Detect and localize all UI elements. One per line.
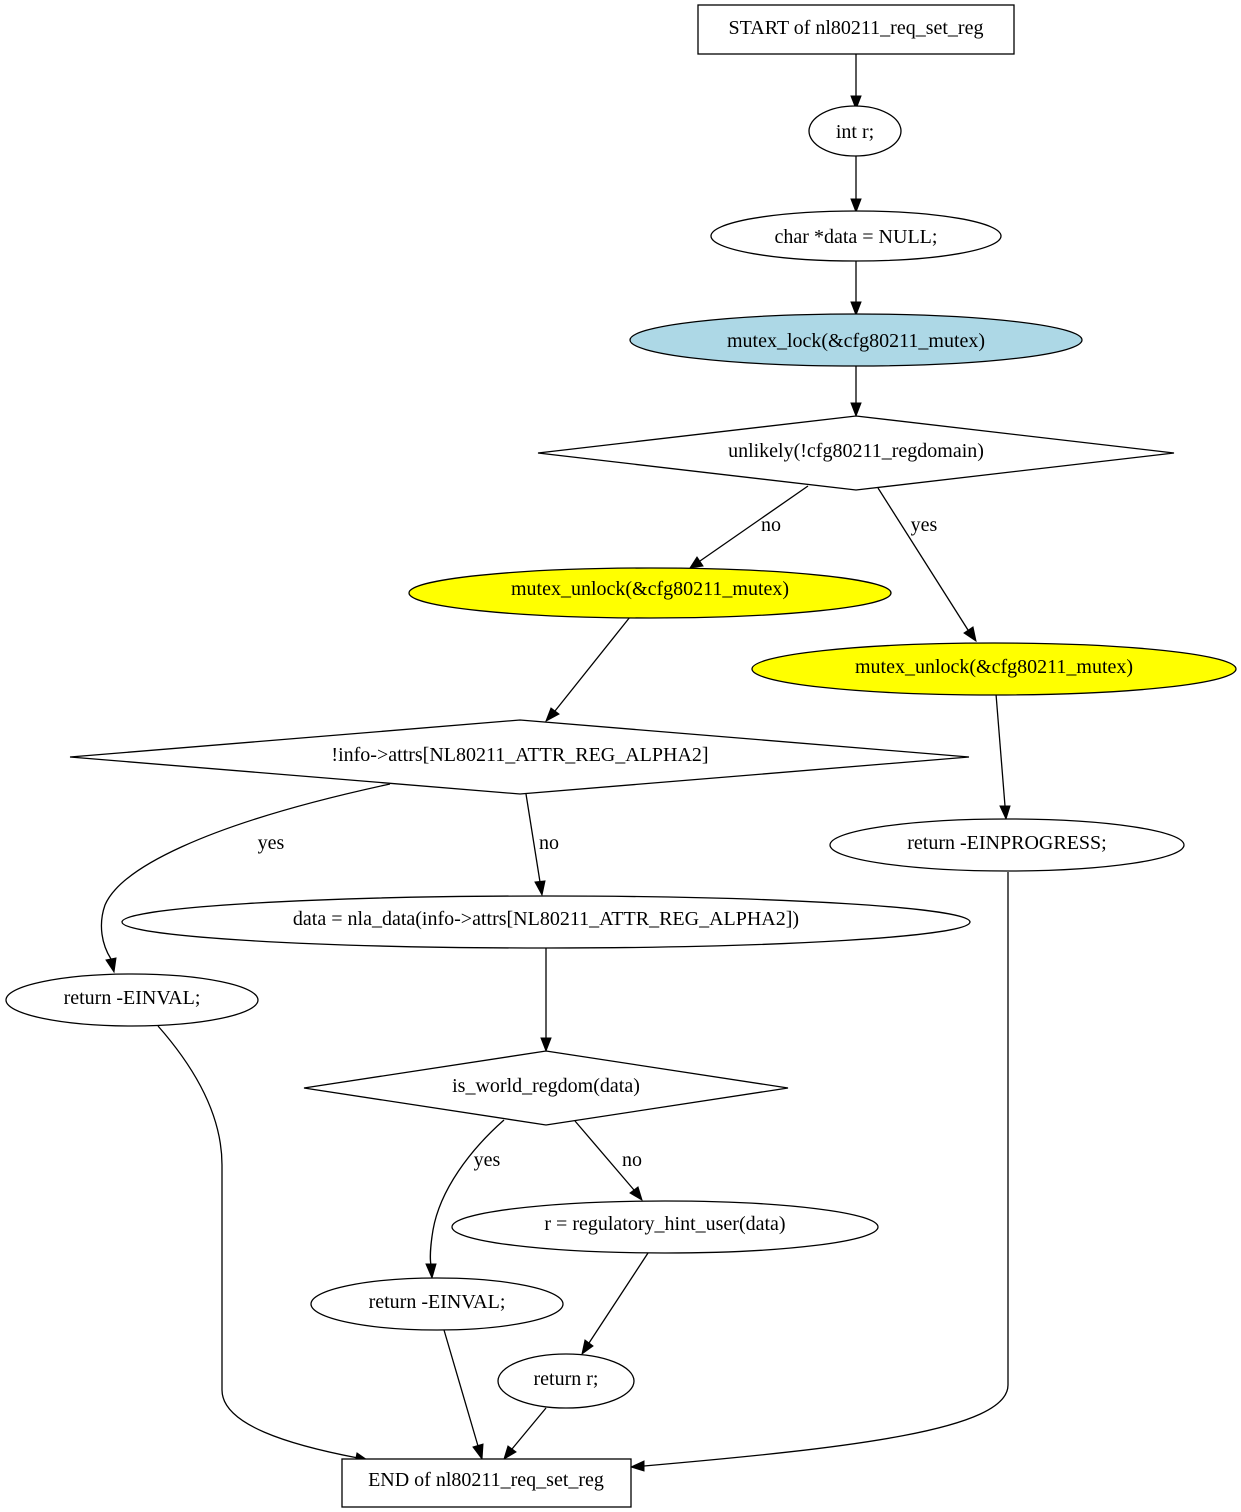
arrowhead	[540, 1037, 552, 1053]
cond-regdomain-label: unlikely(!cfg80211_regdomain)	[728, 440, 984, 462]
edge-label-alpha2-no: no	[539, 832, 559, 854]
node-decl-r: int r;	[808, 105, 902, 157]
arrowhead	[629, 1186, 643, 1202]
arrowhead	[850, 402, 862, 418]
ret-r-ellipse	[497, 1353, 635, 1409]
edge-alpha2-yes	[100, 783, 391, 960]
node-unlock-yes: mutex_unlock(&cfg80211_mutex)	[751, 642, 1237, 696]
arrowhead	[105, 957, 117, 974]
edge-label-alpha2-yes: yes	[258, 832, 285, 854]
node-ret-r: return r;	[497, 1353, 635, 1409]
arrowhead	[425, 1263, 437, 1280]
cond-alpha2-label: !info->attrs[NL80211_ATTR_REG_ALPHA2]	[331, 744, 708, 766]
arrowhead	[629, 1460, 645, 1472]
ret-einval-2-ellipse	[310, 1277, 564, 1331]
edge-return-r-to-end	[511, 1407, 547, 1450]
cond-regdomain-diamond	[537, 415, 1175, 491]
node-assign-data: data = nla_data(info->attrs[NL80211_ATTR…	[121, 895, 971, 949]
arrowhead	[545, 707, 560, 723]
edge-world-no	[574, 1120, 635, 1191]
edge-einprogress-to-end	[643, 872, 1009, 1467]
node-ret-einval-1: return -EINVAL;	[5, 973, 259, 1027]
node-decl-data: char *data = NULL;	[710, 210, 1002, 262]
node-start: START of nl80211_req_set_reg	[697, 4, 1015, 55]
decl-r-label: int r;	[836, 121, 874, 143]
node-ret-einval-2: return -EINVAL;	[310, 1277, 564, 1331]
arrowhead	[963, 626, 977, 643]
ret-einval-1-label: return -EINVAL;	[64, 987, 201, 1009]
edge-einval2-to-end	[443, 1329, 479, 1447]
end-label: END of nl80211_req_set_reg	[368, 1469, 604, 1491]
decl-r-ellipse	[808, 105, 902, 157]
start-label: START of nl80211_req_set_reg	[729, 17, 984, 39]
unlock-yes-ellipse	[751, 642, 1237, 696]
edge-label-regdomain-yes: yes	[911, 514, 938, 536]
edge-label-world-no: no	[622, 1149, 642, 1171]
hint-user-label: r = regulatory_hint_user(data)	[544, 1213, 785, 1235]
node-cond-regdomain: unlikely(!cfg80211_regdomain)	[537, 415, 1175, 491]
node-lock: mutex_lock(&cfg80211_mutex)	[629, 313, 1083, 367]
arrowhead	[999, 805, 1011, 821]
edge-regdomain-yes	[877, 487, 969, 631]
edge-unlock-yes-to-einprogress	[995, 693, 1006, 807]
edge-einval1-to-end	[157, 1025, 359, 1459]
arrowhead	[850, 95, 862, 111]
arrowhead	[850, 301, 862, 317]
arrowhead	[850, 198, 862, 214]
ret-einprogress-label: return -EINPROGRESS;	[907, 832, 1106, 854]
hint-user-ellipse	[451, 1200, 879, 1254]
arrowhead	[503, 1445, 517, 1461]
ret-einval-1-ellipse	[5, 973, 259, 1027]
ret-einprogress-ellipse	[829, 818, 1185, 872]
edge-regdomain-no	[699, 485, 809, 562]
ret-einval-2-label: return -EINVAL;	[369, 1291, 506, 1313]
cond-world-label: is_world_regdom(data)	[452, 1075, 640, 1097]
node-unlock-no: mutex_unlock(&cfg80211_mutex)	[408, 567, 892, 619]
arrowhead	[581, 1339, 594, 1356]
arrowhead	[688, 556, 704, 569]
lock-ellipse	[629, 313, 1083, 367]
arrowhead	[472, 1443, 484, 1461]
cond-alpha2-diamond	[69, 719, 970, 795]
edge-label-regdomain-no: no	[761, 514, 781, 536]
node-cond-world: is_world_regdom(data)	[303, 1050, 789, 1126]
node-end: END of nl80211_req_set_reg	[341, 1458, 632, 1508]
edge-unlock-no-to-cond-alpha2	[554, 616, 631, 712]
node-cond-alpha2: !info->attrs[NL80211_ATTR_REG_ALPHA2]	[69, 719, 970, 795]
decl-data-ellipse	[710, 210, 1002, 262]
edge-hint-to-return-r	[588, 1252, 649, 1344]
lock-label: mutex_lock(&cfg80211_mutex)	[727, 330, 985, 352]
cond-world-diamond	[303, 1050, 789, 1126]
edge-label-world-yes: yes	[474, 1149, 501, 1171]
unlock-yes-label: mutex_unlock(&cfg80211_mutex)	[855, 656, 1133, 678]
edge-alpha2-no	[525, 793, 541, 883]
edges	[100, 54, 1011, 1472]
ret-r-label: return r;	[534, 1368, 599, 1390]
assign-data-label: data = nla_data(info->attrs[NL80211_ATTR…	[293, 908, 799, 930]
unlock-no-label: mutex_unlock(&cfg80211_mutex)	[511, 578, 789, 600]
arrowhead	[534, 880, 546, 897]
edge-world-yes	[429, 1119, 505, 1266]
assign-data-ellipse	[121, 895, 971, 949]
decl-data-label: char *data = NULL;	[775, 226, 938, 248]
unlock-no-ellipse	[408, 567, 892, 619]
end-box	[341, 1458, 632, 1508]
edge-labels: no yes yes no yes no	[258, 514, 938, 1171]
node-hint-user: r = regulatory_hint_user(data)	[451, 1200, 879, 1254]
start-box	[697, 4, 1015, 55]
node-ret-einprogress: return -EINPROGRESS;	[829, 818, 1185, 872]
